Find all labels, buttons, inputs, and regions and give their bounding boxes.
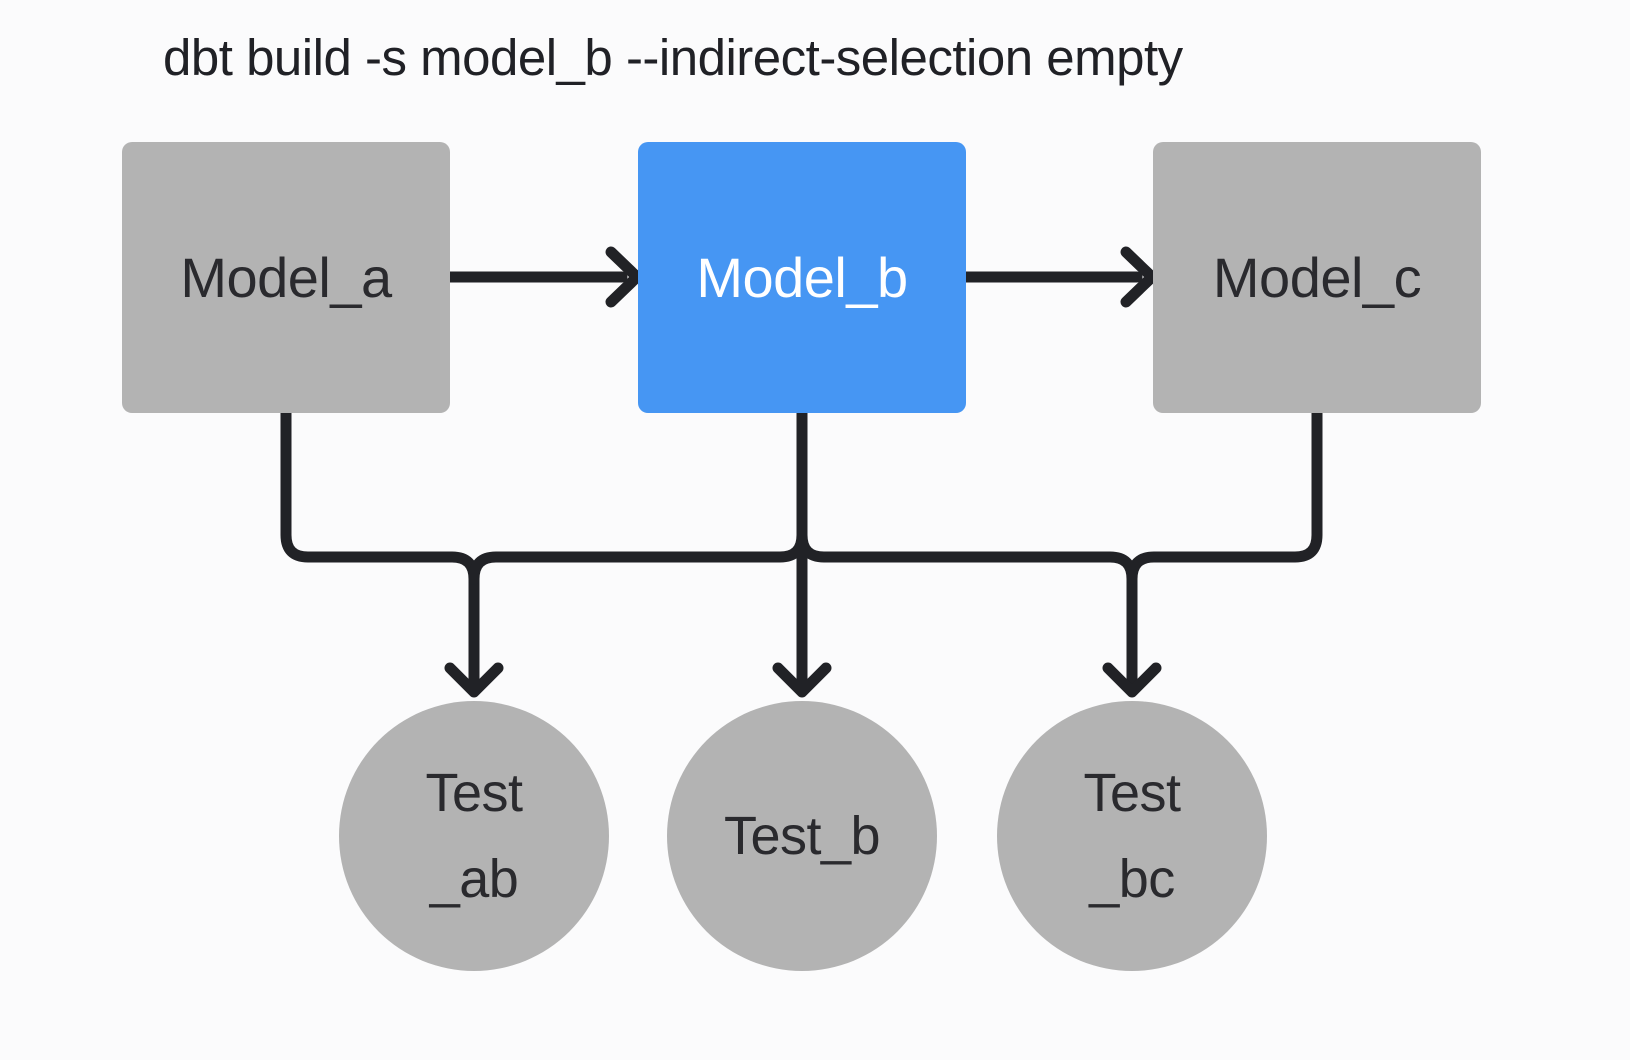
node-test-b-label: Test_b: [723, 806, 881, 866]
node-model-a-label: Model_a: [180, 246, 392, 309]
node-model-c: Model_c: [1153, 142, 1481, 413]
node-test-bc-label-line1: Test: [1083, 763, 1181, 823]
node-model-a: Model_a: [122, 142, 450, 413]
edge-bus-right: [796, 529, 1138, 585]
edge-model-c-to-test-bc: [1126, 404, 1323, 692]
arrowhead-test-bc: [1102, 662, 1162, 698]
arrowhead-test-b: [772, 662, 832, 698]
node-test-b: Test_b: [667, 701, 937, 971]
arrowhead-model-b: [605, 246, 643, 308]
node-model-c-label: Model_c: [1212, 246, 1422, 309]
node-test-ab-label-line2: _ab: [429, 849, 519, 909]
node-test-ab-label-line1: Test: [425, 763, 523, 823]
arrowhead-test-ab: [444, 662, 504, 698]
node-model-b-selected: Model_b: [638, 142, 966, 413]
diagram-title: dbt build -s model_b --indirect-selectio…: [163, 29, 1183, 86]
edge-bus-left: [468, 529, 808, 585]
node-test-bc: Test _bc: [997, 701, 1267, 971]
node-test-ab: Test _ab: [339, 701, 609, 971]
edge-model-a-to-test-ab: [280, 404, 480, 692]
node-test-bc-label-line2: _bc: [1089, 849, 1175, 909]
node-model-b-label: Model_b: [696, 246, 908, 309]
arrowhead-model-c: [1120, 246, 1158, 308]
